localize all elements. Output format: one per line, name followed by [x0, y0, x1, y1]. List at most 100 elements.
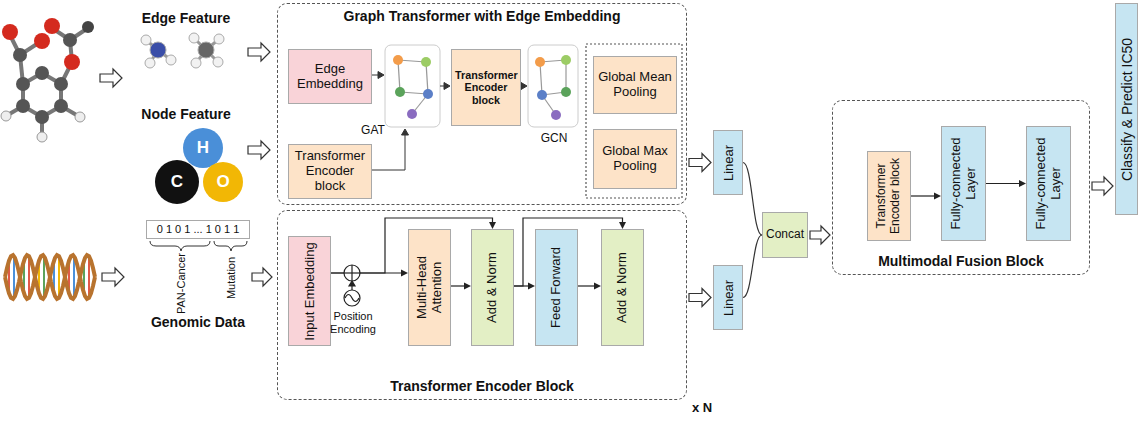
process-box: Transformer Encoder block [867, 151, 911, 241]
gat-graph [385, 45, 440, 127]
atom-circle: C [155, 160, 199, 204]
aspirin-molecule [13, 48, 27, 62]
gat-graph [385, 45, 440, 127]
label-area: Global Mean Pooling [594, 57, 676, 113]
block-arrows [252, 268, 272, 286]
box-label: C [171, 172, 183, 192]
process-box: Transformer Encoder block [451, 49, 521, 126]
block-arrow [1092, 177, 1113, 195]
connector [689, 154, 711, 172]
arrow-head [594, 283, 601, 290]
gat-graph [421, 57, 431, 67]
arrow-head [528, 283, 535, 290]
edge-feature-icons [141, 33, 224, 68]
aspirin-molecule [44, 18, 60, 34]
box-label: Fully-connected Layer [1034, 130, 1064, 237]
process-box: Add & Norm [601, 229, 644, 346]
process-box: Transformer Encoder block [288, 144, 372, 199]
aspirin-molecule [35, 110, 49, 124]
box-label: Transformer Encoder block [292, 149, 368, 194]
block-arrows [248, 141, 270, 159]
edge-feature-icons [214, 34, 224, 44]
arrow-head [619, 222, 626, 229]
aspirin-molecule [2, 24, 18, 40]
graph-arrows [378, 72, 384, 79]
edge-feature-icons [150, 42, 166, 58]
graph-arrows [521, 83, 527, 90]
box-label: Linear [721, 279, 736, 315]
process-box: Concat [762, 212, 808, 258]
label-area: Fully-connected Layer [1027, 127, 1070, 240]
genomic-braces [214, 241, 247, 251]
aspirin-molecule [1, 111, 11, 121]
merge-brace [743, 163, 762, 236]
aspirin-molecule [64, 54, 80, 70]
block-arrows [248, 43, 270, 61]
position-encoding [351, 265, 352, 281]
box-label: Input Embedding [302, 242, 317, 340]
module-frame: Graph Transformer with Edge EmbeddingEdg… [277, 3, 687, 205]
box-label: Linear [721, 144, 736, 180]
process-box: Add & Norm [471, 229, 514, 346]
connector [911, 193, 941, 200]
process-box: Global Mean Pooling [593, 56, 677, 114]
genomic-braces [150, 241, 210, 251]
label-area: Linear [714, 266, 742, 329]
box-label: Fully-connected Layer [949, 130, 979, 237]
connector [689, 289, 711, 307]
illustrations [1, 18, 682, 306]
gcn-graph [528, 45, 578, 127]
box-label: 0 1 0 1 ... 1 0 1 1 [157, 223, 240, 236]
process-box: Global Max Pooling [593, 129, 677, 189]
edge-feature-icons [145, 58, 155, 68]
arrow-head [934, 193, 941, 200]
arrow-head [401, 270, 408, 277]
aspirin-molecule [1, 18, 94, 142]
gcn-graph [561, 55, 571, 65]
box-label: Multi-Head Attention [415, 233, 445, 342]
gcn-graph [540, 60, 566, 115]
label-area: Linear [714, 131, 742, 194]
text-label: Genomic Data [146, 314, 250, 330]
gcn-graph [561, 87, 571, 97]
gcn-graph [535, 57, 545, 67]
bit-vector: 0 1 0 1 ... 1 0 1 1 [146, 220, 250, 239]
label-area: Multi-Head Attention [409, 230, 450, 345]
process-box: Input Embedding [288, 236, 331, 346]
box-label: Edge Embedding [292, 62, 368, 92]
position-encoding [345, 295, 359, 302]
pooling-group [586, 44, 682, 198]
label-area: Global Max Pooling [594, 130, 676, 188]
position-encoding [349, 281, 355, 286]
label-area: Add & Norm [602, 230, 643, 345]
aspirin-molecule [34, 33, 50, 49]
box-label: Add & Norm [485, 252, 500, 323]
block-arrow [810, 226, 830, 244]
frame-title: Graph Transformer with Edge Embedding [278, 8, 686, 24]
label-area: Fully-connected Layer [942, 127, 985, 240]
arrow-head [464, 283, 471, 290]
graph-arrows [444, 83, 450, 90]
module-frame: Multimodal Fusion Block Transformer Encod… [832, 100, 1090, 275]
connector [743, 163, 762, 236]
text-label: x N [689, 401, 715, 416]
box-label: H [197, 138, 209, 158]
frame-title: Multimodal Fusion Block [833, 253, 1089, 269]
aspirin-molecule [35, 66, 49, 80]
aspirin-molecule [37, 132, 47, 142]
text-label: Mutation [224, 253, 238, 303]
process-box: Multi-Head Attention [408, 229, 451, 346]
text-label: GCN [537, 132, 571, 146]
process-box: Fully-connected Layer [1026, 126, 1071, 241]
box-label: Global Max Pooling [597, 144, 673, 174]
frame-title: Transformer Encoder Block [278, 378, 686, 394]
box-label: Global Mean Pooling [597, 70, 673, 100]
label-area: Edge Embedding [289, 50, 371, 103]
aspirin-molecule [1, 18, 94, 142]
flow-line [911, 195, 935, 196]
connector [451, 283, 471, 290]
aspirin-molecule [54, 77, 68, 91]
block-arrows [100, 43, 272, 286]
block-arrow [689, 154, 711, 172]
